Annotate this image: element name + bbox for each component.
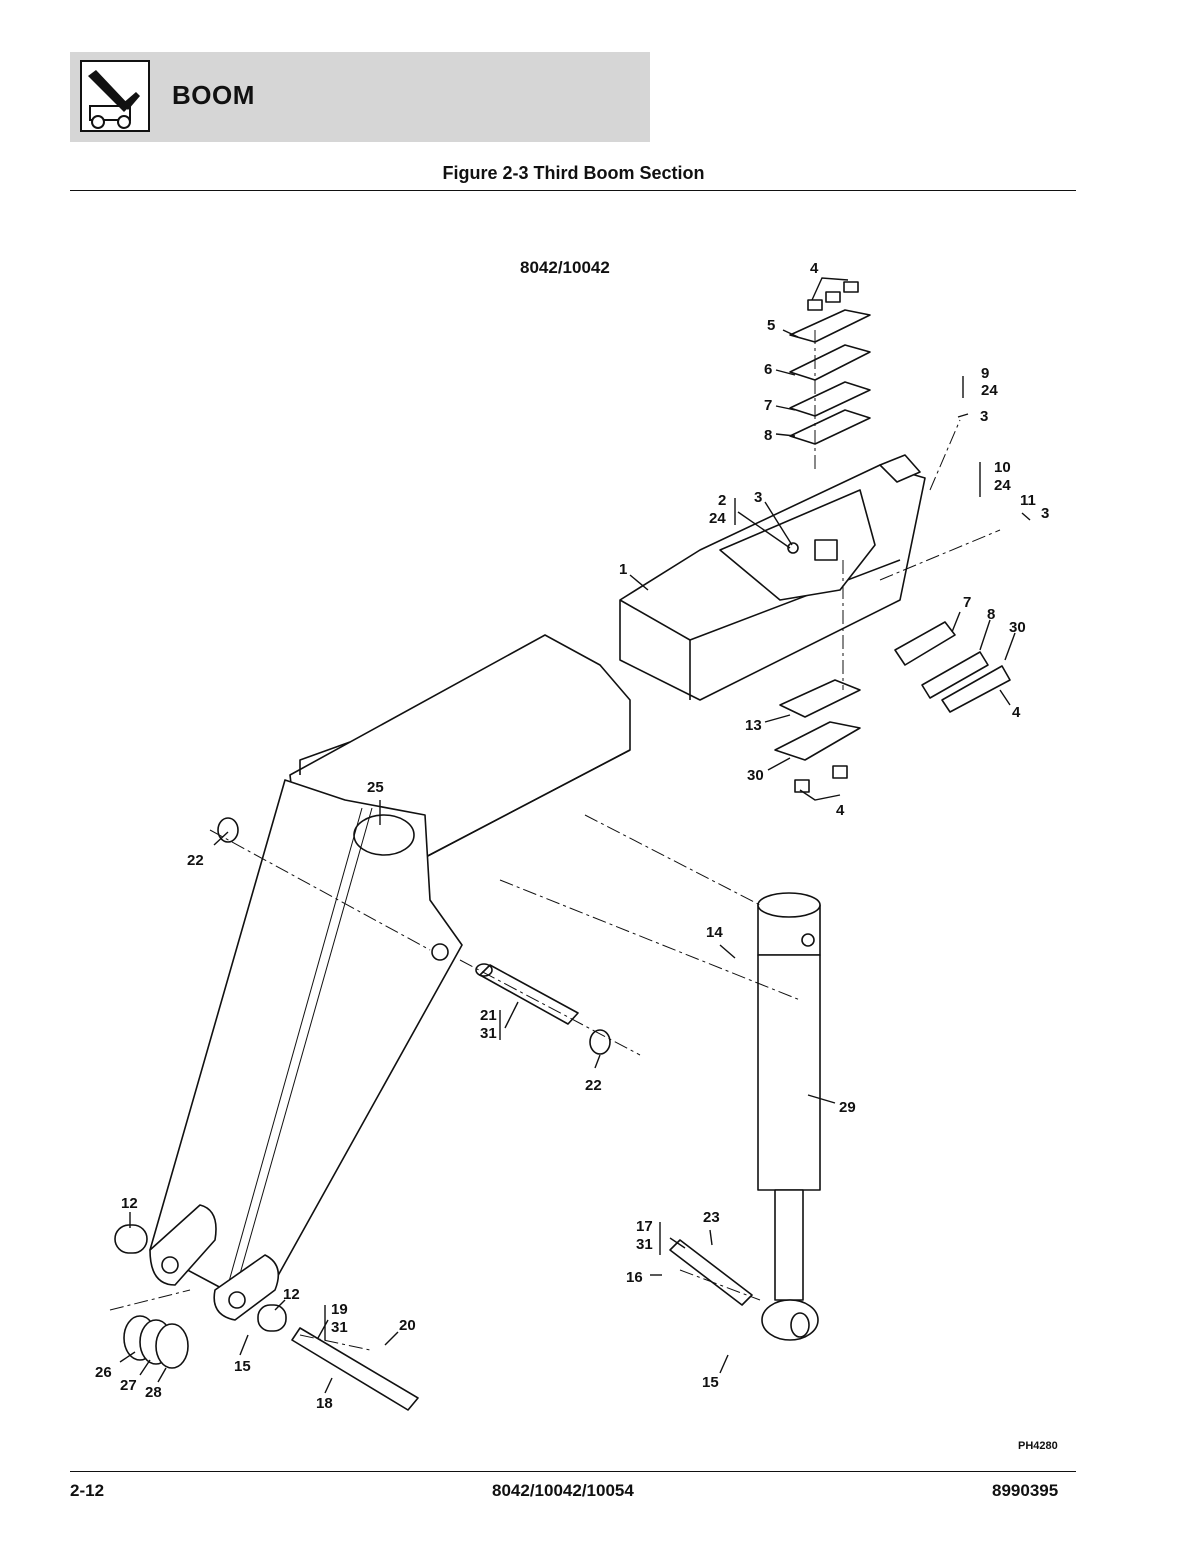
callout: 5: [767, 317, 775, 334]
callout: 16: [626, 1269, 643, 1286]
callout: 27: [120, 1377, 137, 1394]
callout: 8: [987, 606, 995, 623]
header-band: [70, 52, 650, 142]
callout: 31: [331, 1319, 348, 1336]
footer-divider: [70, 1471, 1076, 1472]
callout: 3: [1041, 505, 1049, 522]
callout: 31: [480, 1025, 497, 1042]
manual-number: 8990395: [992, 1481, 1059, 1500]
figure-title: Figure 2-3 Third Boom Section: [442, 163, 705, 183]
telehandler-boom-icon: [80, 60, 150, 132]
callout: 4: [836, 802, 845, 819]
callout: 20: [399, 1317, 416, 1334]
callout: 4: [1012, 704, 1021, 721]
page-number: 2-12: [70, 1481, 105, 1500]
footer-models: 8042/10042/10054: [492, 1481, 634, 1500]
callout: 2: [718, 492, 726, 509]
drawing-id: PH4280: [1018, 1440, 1058, 1452]
callout: 4: [810, 260, 819, 277]
callout: 1: [619, 561, 627, 578]
callout: 28: [145, 1384, 162, 1401]
model-label: 8042/10042: [520, 258, 610, 277]
callout: 26: [95, 1364, 112, 1381]
callout: 14: [706, 924, 723, 941]
callout: 24: [981, 382, 998, 399]
callout: 7: [764, 397, 772, 414]
callout: 17: [636, 1218, 653, 1235]
callout: 15: [702, 1374, 719, 1391]
callout: 3: [980, 408, 988, 425]
callout: 12: [283, 1286, 300, 1303]
section-title: BOOM: [172, 80, 255, 110]
callout: 18: [316, 1395, 333, 1412]
callout: 11: [1020, 492, 1036, 509]
callout: 10: [994, 459, 1011, 476]
callout: 22: [187, 852, 204, 869]
callout: 12: [121, 1195, 138, 1212]
callout: 22: [585, 1077, 602, 1094]
callout: 7: [963, 594, 971, 611]
callout: 30: [1009, 619, 1026, 636]
header-divider: [70, 190, 1076, 191]
callout: 19: [331, 1301, 348, 1318]
callout: 24: [994, 477, 1011, 494]
callout: 24: [709, 510, 726, 527]
callout: 25: [367, 779, 384, 796]
callout: 13: [745, 717, 762, 734]
callout: 15: [234, 1358, 251, 1375]
callout: 8: [764, 427, 772, 444]
callout: 6: [764, 361, 772, 378]
callout: 23: [703, 1209, 720, 1226]
callout: 21: [480, 1007, 497, 1024]
callout: 9: [981, 365, 989, 382]
callout: 29: [839, 1099, 856, 1116]
callout: 31: [636, 1236, 653, 1253]
callout: 30: [747, 767, 764, 784]
callout: 3: [754, 489, 762, 506]
